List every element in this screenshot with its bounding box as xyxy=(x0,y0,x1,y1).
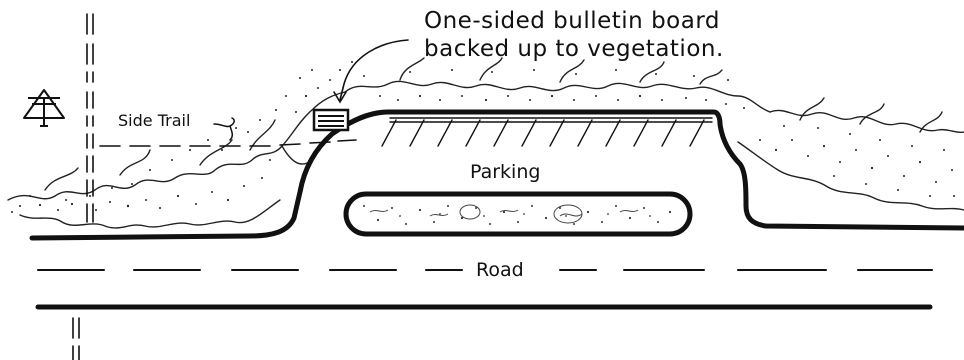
vegetation-right xyxy=(737,97,964,211)
callout-line-1: One-sided bulletin board xyxy=(424,8,720,34)
road-label: Road xyxy=(476,259,524,281)
callout-line-2: backed up to vegetation. xyxy=(424,36,724,62)
appalachian-trail-icon xyxy=(23,89,65,127)
callout-leader xyxy=(333,39,409,104)
vegetation-stipple-left xyxy=(11,61,365,213)
vegetation-top xyxy=(344,57,771,113)
appalachian-trail xyxy=(72,13,94,360)
parking-island xyxy=(343,191,693,237)
side-trail-label: Side Trail xyxy=(118,111,190,130)
parking-label: Parking xyxy=(470,161,540,183)
side-trail-arrow xyxy=(213,117,235,141)
bulletin-board-icon xyxy=(312,108,350,132)
vegetation-left xyxy=(7,91,346,229)
parking-lot-outline xyxy=(385,109,964,231)
vegetation-stipple-right xyxy=(759,125,955,197)
vegetation-stipple-top xyxy=(379,69,745,109)
parking-stalls xyxy=(381,117,713,147)
side-trail xyxy=(99,139,357,147)
